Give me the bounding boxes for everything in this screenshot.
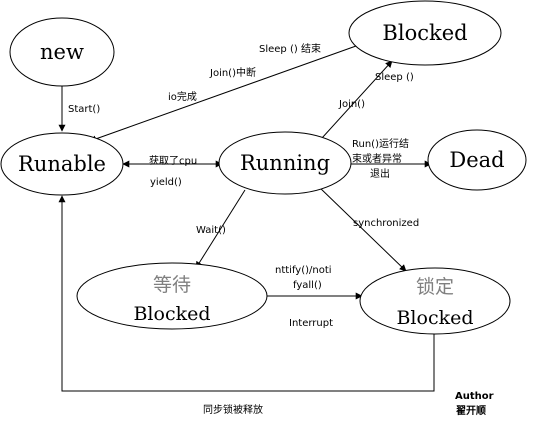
author-label: Author [455, 391, 494, 402]
label-synchronized: synchronized [353, 218, 419, 229]
node-new [9, 17, 115, 87]
edge-running-to-blocked [321, 60, 393, 139]
state-new-label: new [40, 40, 84, 64]
label-yield: yield() [150, 177, 182, 188]
edge-blocked-to-runable [89, 45, 357, 143]
label-io-done: io完成 [168, 90, 197, 103]
edge-running-to-lock [317, 185, 407, 272]
label-sleep-end: Sleep () 结束 [259, 42, 321, 55]
state-lock-line2: Blocked [396, 307, 473, 329]
edge-lock-to-runable [58, 195, 435, 392]
state-running-label: Running [240, 151, 330, 175]
label-get-cpu: 获取了cpu [149, 155, 197, 167]
label-join: Join() [338, 99, 365, 110]
label-wait: Wait() [196, 225, 226, 236]
node-runable [0, 132, 124, 196]
label-run-end-2: 束或者异常 [352, 152, 402, 165]
label-run-end-3: 退出 [370, 167, 390, 180]
edge-running-to-wait [195, 189, 246, 269]
node-wait-blocked [76, 262, 268, 330]
node-dead [427, 129, 527, 191]
label-lock-released: 同步锁被释放 [203, 403, 263, 416]
node-running [218, 131, 352, 195]
state-wait-line2: Blocked [133, 303, 210, 325]
state-dead-label: Dead [449, 148, 504, 172]
state-wait-line1: 等待 [153, 274, 191, 296]
state-lock-line1: 锁定 [416, 276, 454, 298]
label-run-end-1: Run()运行结 [352, 137, 409, 150]
label-sleep: Sleep () [375, 72, 414, 83]
label-interrupt: Interrupt [289, 318, 333, 329]
label-notify-1: nttify()/noti [275, 265, 332, 276]
label-start: Start() [68, 104, 100, 115]
node-lock-blocked [359, 267, 511, 335]
state-blocked-label: Blocked [382, 21, 467, 45]
author-name: 翟开顺 [456, 405, 486, 417]
label-notify-2: fyall() [293, 280, 322, 291]
label-join-interrupt: Join()中断 [209, 66, 256, 79]
state-runable-label: Runable [18, 152, 106, 176]
node-blocked [348, 0, 502, 66]
